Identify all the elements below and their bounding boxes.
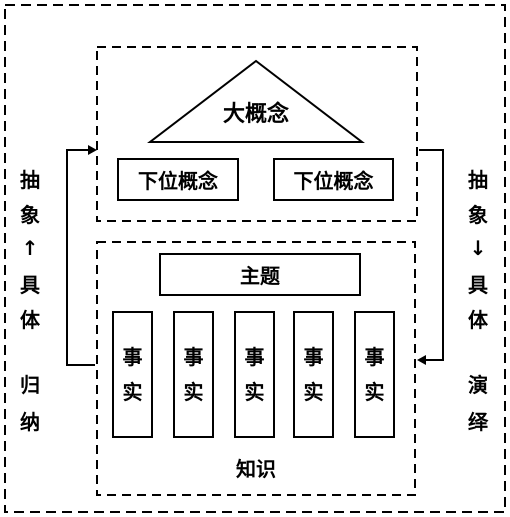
fact-char: 事	[122, 344, 143, 369]
left-abstract-top: 抽	[20, 168, 40, 192]
fact-char: 实	[244, 379, 265, 404]
left-abstract-bottom: 象	[20, 203, 40, 227]
outer-frame	[4, 4, 506, 513]
right-abstract-bottom: 象	[468, 203, 488, 227]
fact-box: 事 实	[293, 311, 334, 438]
fact-char: 实	[183, 379, 204, 404]
induction-connector	[66, 149, 95, 366]
fact-char: 事	[303, 344, 324, 369]
big-concept-label: 大概念	[222, 102, 289, 127]
left-concrete-bottom: 体	[20, 308, 40, 332]
fact-char: 事	[364, 344, 385, 369]
knowledge-label: 知识	[236, 457, 276, 481]
induction-arrowhead	[88, 145, 97, 155]
deduction-arrowhead	[417, 355, 426, 365]
left-induction-top: 归	[20, 373, 40, 397]
sub-concept-right: 下位概念	[273, 158, 394, 201]
fact-char: 事	[183, 344, 204, 369]
sub-concept-left: 下位概念	[117, 158, 239, 201]
arrow-down-icon: ↓	[469, 236, 487, 260]
big-concept-triangle	[147, 59, 365, 143]
right-deduction-bottom: 绎	[468, 410, 488, 434]
fact-char: 实	[364, 379, 385, 404]
right-abstract-top: 抽	[468, 168, 488, 192]
right-deduction-top: 演	[468, 373, 488, 397]
fact-char: 实	[122, 379, 143, 404]
left-concrete-top: 具	[20, 273, 40, 297]
fact-char: 实	[303, 379, 324, 404]
fact-box: 事 实	[173, 311, 214, 438]
fact-char: 事	[244, 344, 265, 369]
deduction-connector	[419, 149, 444, 361]
knowledge-region	[96, 241, 416, 496]
concept-region	[96, 46, 418, 222]
left-induction-bottom: 纳	[20, 410, 40, 434]
right-concrete-bottom: 体	[468, 308, 488, 332]
fact-box: 事 实	[354, 311, 395, 438]
right-concrete-top: 具	[468, 273, 488, 297]
fact-box: 事 实	[234, 311, 275, 438]
fact-box: 事 实	[112, 311, 153, 438]
arrow-up-icon: ↑	[21, 236, 39, 260]
theme-box: 主题	[159, 253, 361, 296]
